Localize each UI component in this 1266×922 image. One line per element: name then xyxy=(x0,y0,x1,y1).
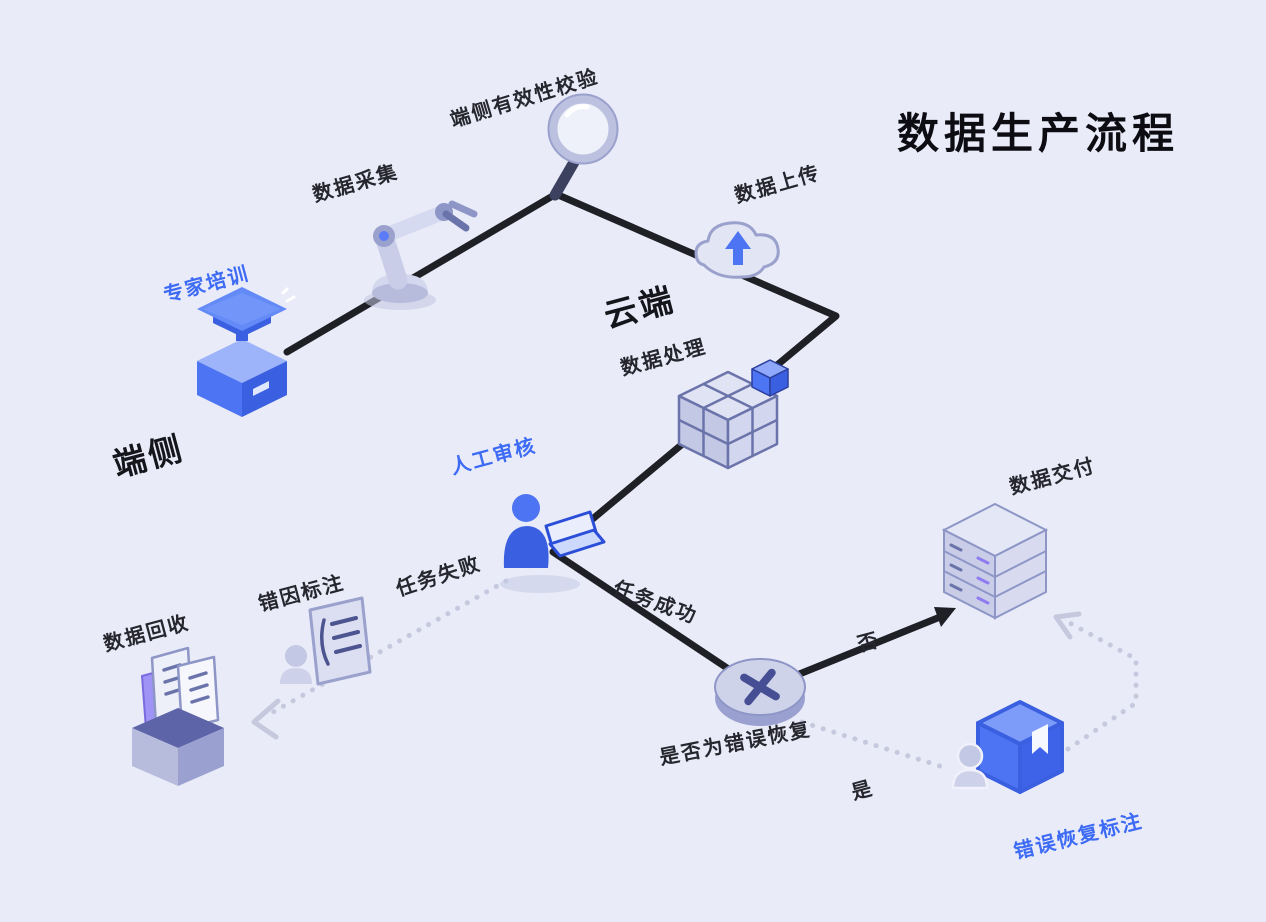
cloud-upload-icon xyxy=(688,205,788,300)
cube-blocks-icon xyxy=(673,358,791,481)
flow-arrowhead-icon xyxy=(934,607,956,627)
failed-arrow-chevron-icon xyxy=(251,698,281,740)
graduation-podium-icon xyxy=(183,283,301,428)
magnifier-icon xyxy=(505,85,620,215)
person-document-icon xyxy=(276,592,381,712)
box-papers-icon xyxy=(120,632,235,795)
decision-x-icon xyxy=(710,640,810,749)
person-book-icon xyxy=(948,690,1073,817)
person-laptop-icon xyxy=(488,486,606,599)
diagram-title: 数据生产流程 xyxy=(897,110,1180,157)
yes-dotted-line xyxy=(799,719,949,771)
return-arrow-chevron-icon xyxy=(1053,611,1082,640)
server-stack-icon xyxy=(936,496,1054,633)
task-failed-dotted-line xyxy=(263,578,509,719)
robot-arm-icon xyxy=(338,178,488,318)
recovery-return-dotted-line xyxy=(1063,618,1139,752)
